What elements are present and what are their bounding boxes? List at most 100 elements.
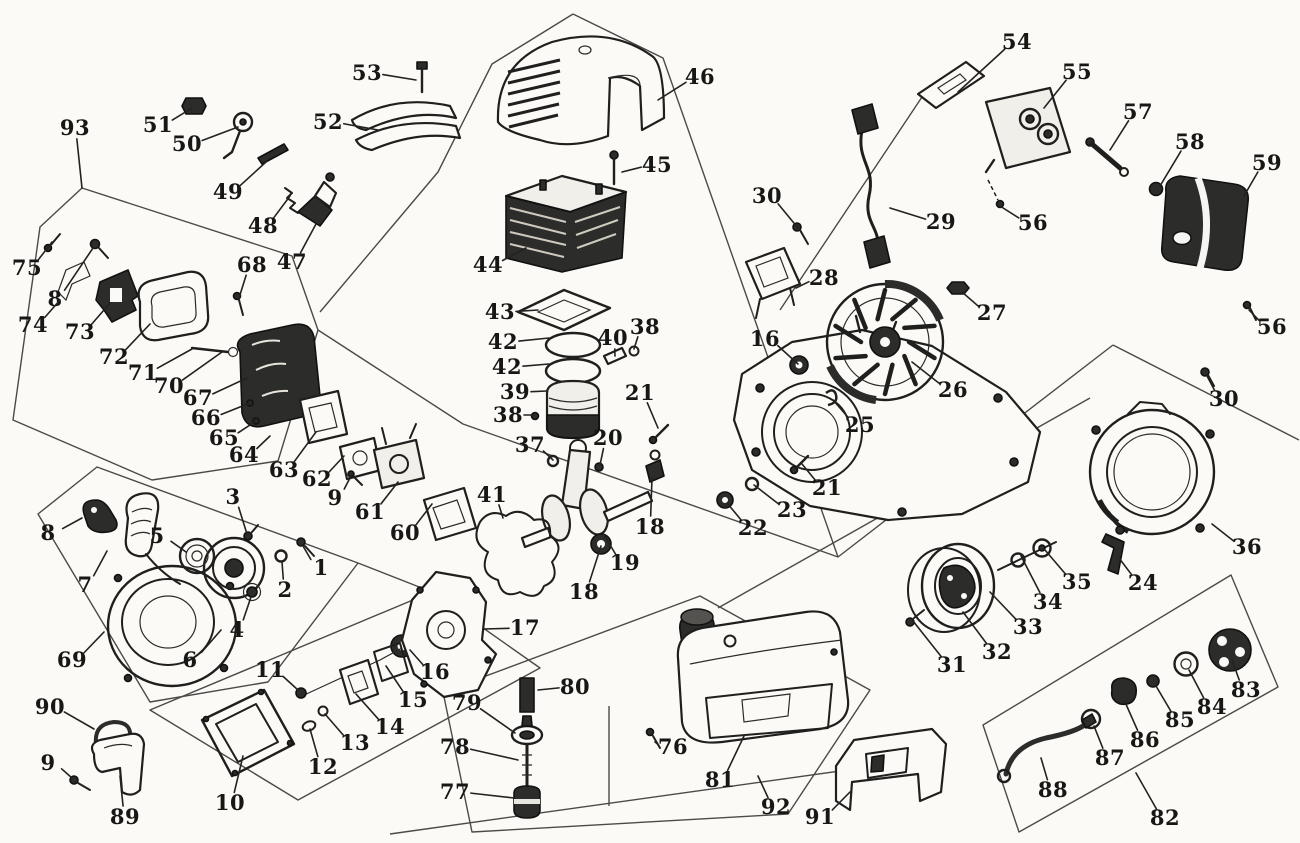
ignition-module-core [755, 256, 789, 288]
leader-line [537, 687, 560, 691]
leader-line [170, 540, 187, 553]
leader-line [238, 274, 247, 299]
muffler-59-band [1194, 176, 1210, 269]
seal-collar-ring [649, 449, 661, 461]
rope-guide-8 [82, 499, 118, 534]
cover-tab-bolt [1091, 425, 1101, 435]
carburetor-61 [372, 438, 426, 490]
washer-23-icon [744, 476, 760, 492]
part-number-label: 41 [477, 482, 507, 507]
part-number-label: 63 [269, 457, 299, 482]
part-number-label: 85 [1165, 707, 1195, 732]
case-bolt-hole [420, 680, 428, 688]
part-number-label: 74 [18, 312, 48, 337]
leader-line [726, 502, 743, 522]
part-number-label: 82 [1150, 805, 1180, 830]
housing-tab [123, 673, 133, 683]
part-number-label: 12 [308, 754, 338, 779]
part-number-label: 10 [215, 790, 245, 815]
part-number-label: 67 [183, 385, 213, 410]
gasket-15 [373, 642, 409, 682]
leader-line [272, 195, 291, 219]
fan-cover-clutch-group [905, 401, 1216, 633]
leader-line [124, 323, 151, 351]
leader-line [989, 591, 1018, 621]
leader-line [76, 138, 83, 189]
case-bolt-hole [472, 586, 480, 594]
main-bearing-boss-mid [773, 393, 851, 471]
leader-line [220, 402, 251, 416]
washer-84-icon [1173, 651, 1199, 677]
part-number-label: 69 [57, 647, 87, 672]
panel-fuel-tank-group [442, 595, 871, 833]
part-number-label: 16 [750, 326, 780, 351]
flywheel-hub-bore [880, 337, 890, 347]
carburetor-bore [389, 454, 409, 474]
case-bolt [897, 507, 907, 517]
part-number-label: 9 [40, 750, 55, 775]
screw-56-icon [995, 199, 1005, 209]
nut-85-icon [1146, 674, 1160, 688]
crankcase-gasket-41 [475, 510, 560, 597]
part-number-label: 2 [277, 577, 292, 602]
part-number-label: 31 [937, 652, 967, 677]
part-number-label: 46 [685, 64, 715, 89]
leader-line [657, 81, 687, 101]
piston-ring-42-upper [544, 331, 602, 359]
part-number-label: 79 [452, 690, 482, 715]
leader-line [1206, 375, 1216, 391]
fuel-filter-band [514, 799, 540, 804]
part-number-label: 72 [99, 344, 129, 369]
filter-cover-64 [298, 389, 349, 445]
ignition-module-28 [744, 246, 802, 301]
throttle-cable-88 [1003, 721, 1089, 777]
recoil-starter-group [82, 492, 315, 688]
leader-line [1118, 557, 1133, 576]
cylinder-fins [509, 206, 621, 258]
part-number-label: 77 [440, 779, 470, 804]
part-number-label: 36 [1232, 534, 1262, 559]
seal-22-hole [722, 497, 728, 503]
fuel-line-bands [522, 754, 532, 776]
part-number-label: 49 [213, 179, 243, 204]
leader-line [654, 741, 659, 745]
clutch-drum-33 [920, 542, 996, 630]
handle-frame-72-outer [137, 270, 210, 342]
leader-line [649, 477, 653, 517]
housing-tab [219, 663, 229, 673]
leader-line [646, 401, 659, 429]
part-number-label: 91 [805, 804, 835, 829]
leader-line [309, 728, 319, 758]
part-number-label: 43 [485, 299, 515, 324]
panel-starter-group [37, 466, 359, 703]
cover-tab-bolt [1205, 429, 1215, 439]
mount-bracket-group [69, 719, 146, 796]
leader-line [281, 561, 285, 580]
case-bolt [993, 393, 1003, 403]
leader-line [60, 768, 73, 779]
part-number-label: 70 [154, 373, 184, 398]
leader-line [1231, 659, 1241, 681]
washer-13-icon [317, 705, 329, 717]
leader-line [92, 550, 108, 577]
panel-fan-diagonal [1112, 344, 1300, 441]
leader-line [293, 431, 317, 463]
part-number-label: 47 [277, 249, 307, 274]
part-number-label: 80 [560, 674, 590, 699]
fan-cover-bracket [1127, 401, 1171, 415]
part-number-label: 56 [1018, 210, 1048, 235]
coil-eyelet-core [1025, 114, 1035, 124]
part-number-label: 9 [327, 485, 342, 510]
leader-line [256, 435, 271, 450]
part-number-label: 42 [488, 329, 518, 354]
starter-housing-69 [106, 564, 238, 688]
bolt-57-washer [1119, 167, 1129, 177]
bracket-89 [90, 732, 146, 796]
part-number-label: 13 [340, 730, 370, 755]
bolt-57-shank [1089, 141, 1123, 171]
leader-line [43, 299, 61, 319]
piston-ring-42-lower [544, 357, 602, 385]
part-number-label: 3 [225, 484, 240, 509]
stud-21b-icon [789, 465, 799, 475]
case-gasket-10 [200, 688, 296, 778]
